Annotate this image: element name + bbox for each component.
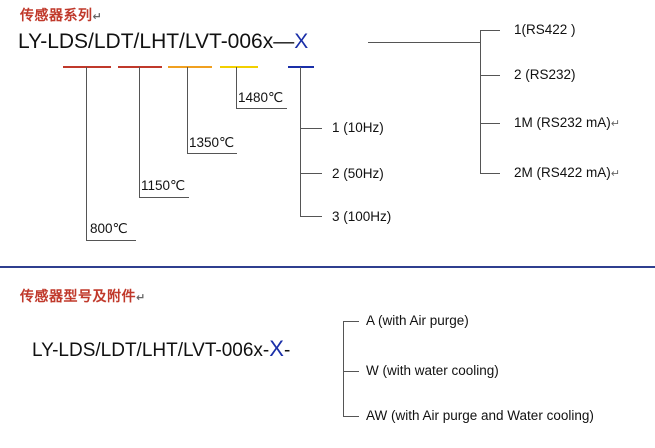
output-branch-2 (480, 75, 500, 76)
segment-bar-temp-2 (118, 66, 162, 68)
output-branch-3 (480, 123, 500, 124)
output-option-1: 1(RS422 ) (514, 22, 576, 37)
accessory-branch-1 (343, 321, 359, 322)
temperature-label-800: 800℃ (90, 221, 128, 236)
output-connector-line (368, 42, 480, 43)
accessory-model-code: LY-LDS/LDT/LHT/LVT-006x-X- (32, 336, 290, 362)
bracket-underline-800 (86, 240, 136, 241)
frequency-branch-1 (300, 128, 322, 129)
frequency-branch-3 (300, 216, 322, 217)
segment-bar-temp-4 (220, 66, 258, 68)
bracket-line-800 (86, 67, 87, 240)
accessory-option-w: W (with water cooling) (366, 363, 499, 378)
output-tree-stem (480, 30, 481, 174)
accessory-branch-2 (343, 371, 359, 372)
bracket-underline-1350 (187, 153, 237, 154)
output-branch-4 (480, 173, 500, 174)
accessory-tree-stem (343, 321, 344, 416)
segment-bar-frequency (288, 66, 314, 68)
accessory-model-suffix: X (269, 336, 284, 361)
bracket-line-1480 (236, 67, 237, 108)
series-model-prefix: LY-LDS/LDT/LHT/LVT-006x— (18, 30, 295, 53)
accessory-model-tail: - (283, 340, 291, 361)
temperature-label-1350: 1350℃ (189, 135, 235, 150)
accessory-option-aw: AW (with Air purge and Water cooling) (366, 408, 594, 423)
frequency-option-2: 2 (50Hz) (332, 166, 384, 181)
accessory-heading: 传感器型号及附件↵ (20, 288, 146, 304)
accessory-branch-3 (343, 416, 359, 417)
segment-bar-temp-3 (168, 66, 212, 68)
frequency-branch-2 (300, 173, 322, 174)
section-divider (0, 266, 655, 268)
frequency-option-3: 3 (100Hz) (332, 209, 392, 224)
output-option-3: 1M (RS232 mA)↵ (514, 115, 620, 130)
segment-bar-temp-1 (63, 66, 111, 68)
series-heading: 传感器系列↵ (20, 7, 103, 23)
bracket-line-1150 (139, 67, 140, 197)
output-option-4: 2M (RS422 mA)↵ (514, 165, 620, 180)
output-option-2: 2 (RS232) (514, 67, 576, 82)
series-model-code: LY-LDS/LDT/LHT/LVT-006x—X (18, 30, 308, 54)
frequency-tree-stem (300, 67, 301, 216)
temperature-label-1480: 1480℃ (238, 90, 284, 105)
bracket-underline-1150 (139, 197, 189, 198)
frequency-option-1: 1 (10Hz) (332, 120, 384, 135)
accessory-option-a: A (with Air purge) (366, 313, 469, 328)
temperature-label-1150: 1150℃ (141, 178, 186, 193)
output-branch-1 (480, 30, 500, 31)
bracket-underline-1480 (236, 108, 287, 109)
bracket-line-1350 (187, 67, 188, 153)
accessory-model-prefix: LY-LDS/LDT/LHT/LVT-006x- (32, 340, 270, 361)
series-model-suffix: X (294, 30, 309, 53)
